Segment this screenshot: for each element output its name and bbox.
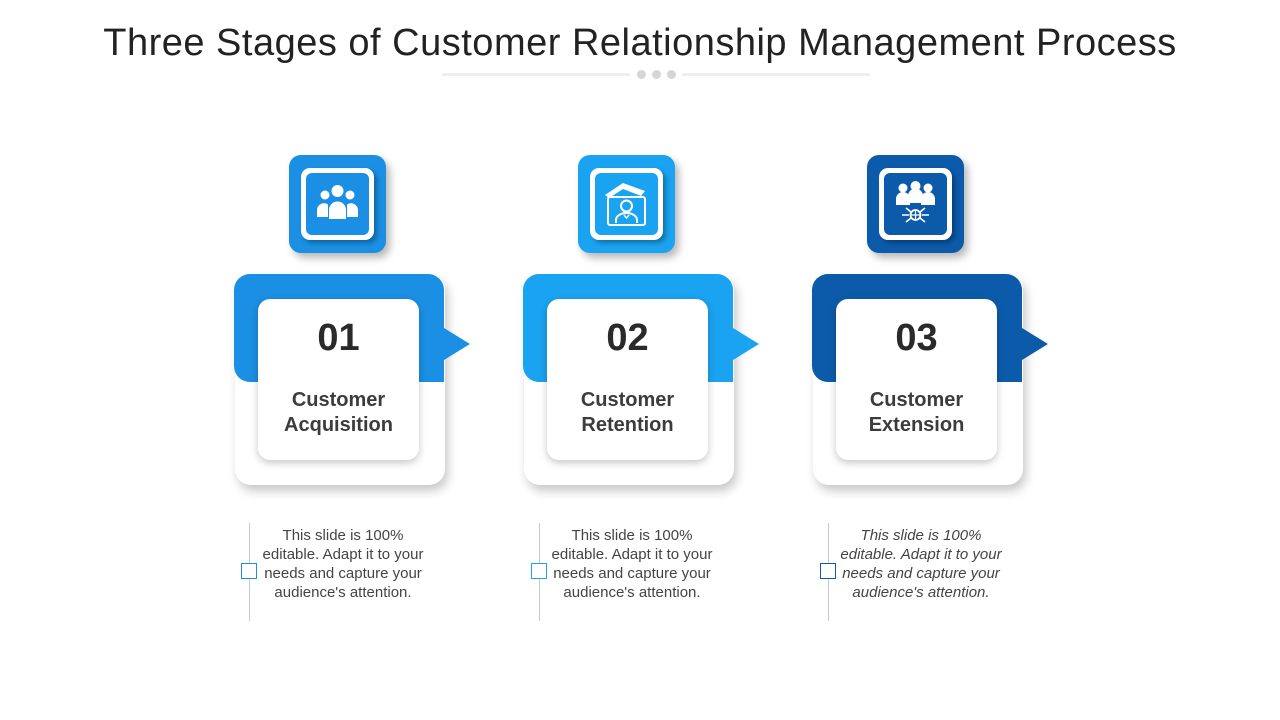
title-divider-right: [682, 73, 870, 76]
stage-1-label: Customer Acquisition: [258, 388, 419, 438]
stage-1-arrow: [444, 328, 470, 360]
stage-2-arrow: [733, 328, 759, 360]
stage-3-arrow: [1022, 328, 1048, 360]
stage-2-label: Customer Retention: [547, 388, 708, 438]
stage-2-label-line2: Retention: [581, 414, 674, 436]
divider-dot: [637, 70, 646, 79]
stage-1-label-line1: Customer: [291, 389, 386, 411]
stage-2-label-line1: Customer: [580, 389, 675, 411]
stage-1-card-inner: [258, 299, 419, 460]
stage-3-number: 03: [895, 317, 938, 359]
stage-1-number: 01: [317, 317, 360, 359]
network-people-icon: [884, 173, 947, 235]
stage-2-number: 02: [606, 317, 649, 359]
stage-3-card-inner: [836, 299, 997, 460]
stage-3-description: This slide is 100% editable. Adapt it to…: [840, 527, 1002, 601]
stage-2-description: This slide is 100% editable. Adapt it to…: [551, 527, 713, 601]
stage-2-icon-frame: [578, 155, 675, 253]
divider-dot: [652, 70, 661, 79]
stage-3-label-line1: Customer: [869, 389, 964, 411]
title-divider-left: [442, 73, 630, 76]
divider-dot: [667, 70, 676, 79]
stage-1-desc-marker: [241, 563, 257, 579]
stage-1-label-line2: Acquisition: [284, 414, 393, 436]
group-people-icon: [306, 173, 369, 235]
stage-3-desc-marker: [820, 563, 836, 579]
protected-customer-icon: [595, 173, 658, 235]
stage-3-label-line2: Extension: [868, 414, 965, 436]
stage-1-icon-frame: [289, 155, 386, 253]
stage-1-description: This slide is 100% editable. Adapt it to…: [262, 527, 424, 601]
stage-3-icon-frame: [867, 155, 964, 253]
stage-2-card-inner: [547, 299, 708, 460]
title-divider-dots: [637, 70, 677, 80]
slide-title: Three Stages of Customer Relationship Ma…: [103, 22, 1177, 64]
stage-2-desc-marker: [531, 563, 547, 579]
stage-3-label: Customer Extension: [836, 388, 997, 438]
